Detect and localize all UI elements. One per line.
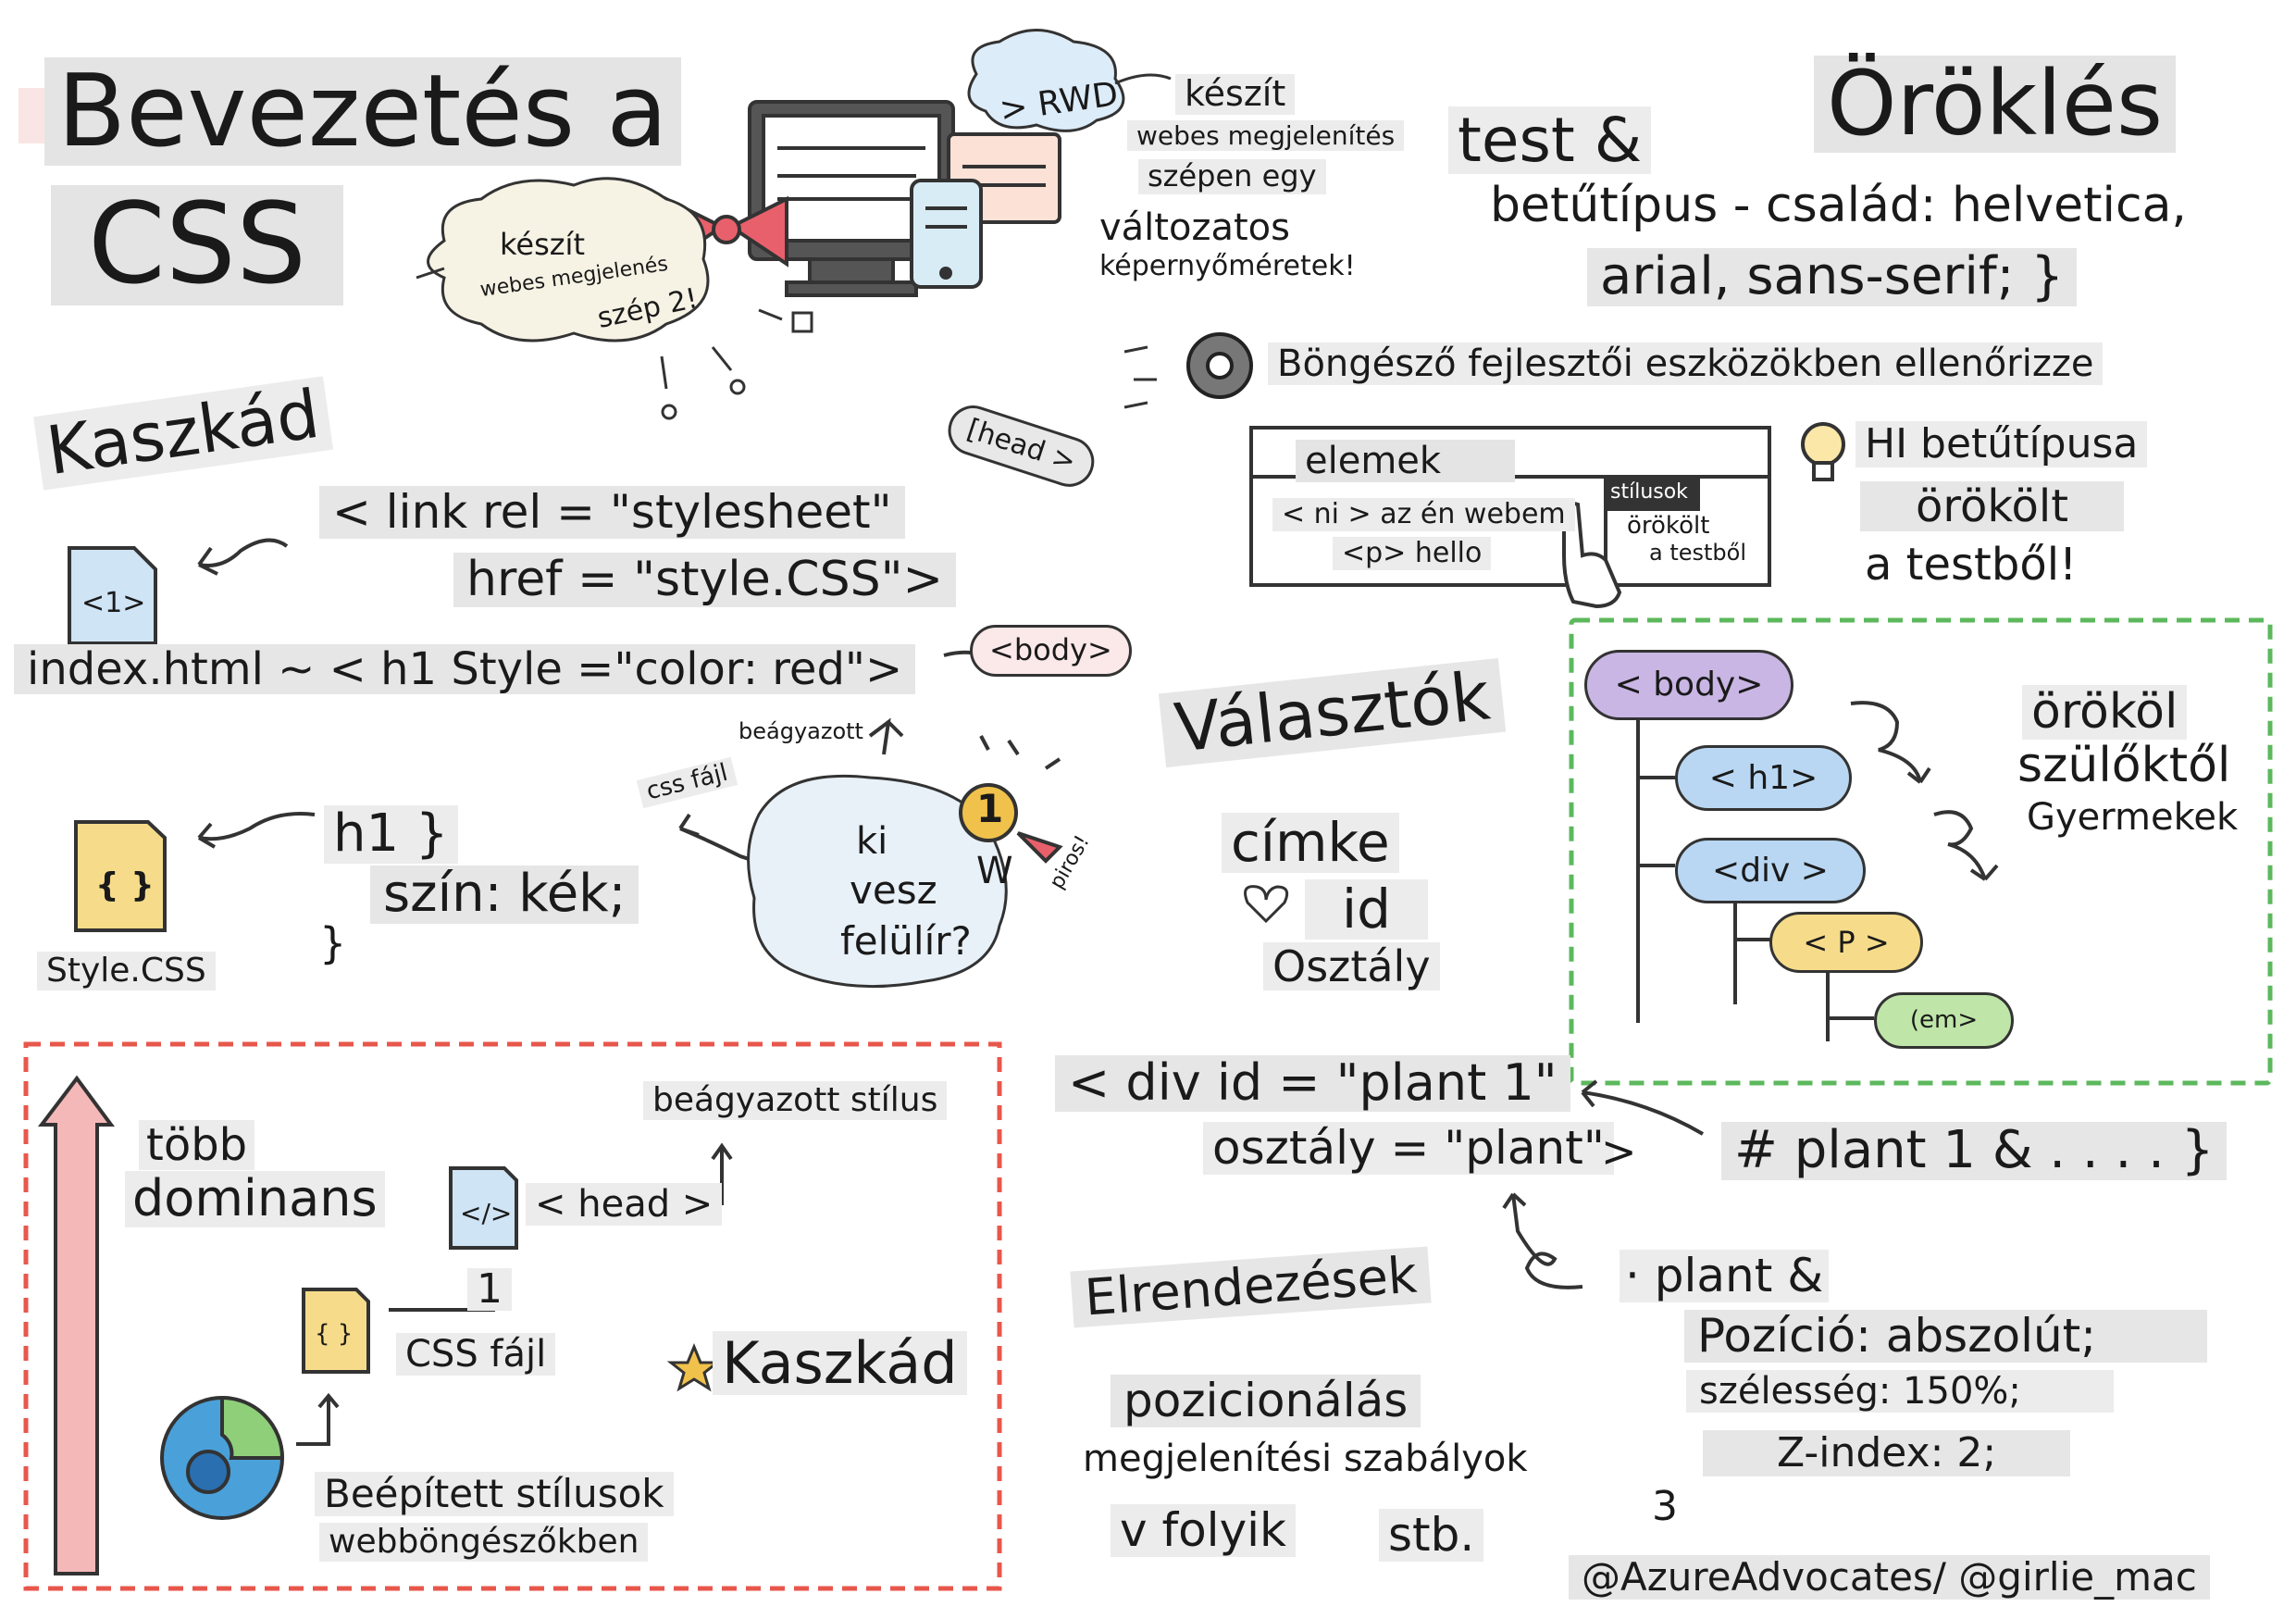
panel-row-2: <p> hello	[1333, 537, 1492, 570]
title-line-2: CSS	[51, 185, 344, 305]
div-line-1: < div id = "plant 1"	[1055, 1055, 1570, 1112]
winner-q3: felülír?	[840, 918, 972, 964]
panel-row-1: < ni > az én webem	[1272, 498, 1575, 531]
code-file-icon-label: </>	[460, 1198, 513, 1228]
div-close: >	[1601, 1127, 1637, 1177]
w-label: W	[976, 850, 1013, 892]
one-label: 1	[467, 1267, 512, 1312]
tree-h1-node: < h1>	[1675, 745, 1852, 811]
test-label: test &	[1448, 106, 1652, 175]
inheritance-heading: Öröklés	[1814, 56, 2176, 153]
html-file-icon-label: <1>	[81, 587, 146, 619]
more-label: több	[139, 1120, 255, 1171]
gear-icon	[1186, 332, 1253, 399]
winner-q2: vesz	[850, 867, 937, 913]
inherits-label: örököl	[2022, 685, 2188, 740]
builtin-styles-1: Beépített stílusok	[315, 1472, 674, 1517]
body-bubble: <body>	[970, 625, 1132, 677]
head-tag-label: < head >	[526, 1183, 723, 1226]
panel-styles: stílusok	[1610, 480, 1688, 504]
panel-inherited-1: örökölt	[1627, 512, 1710, 540]
font-line-2: arial, sans-serif; }	[1587, 248, 2077, 306]
devtools-label: Böngésző fejlesztői eszközökben ellenőri…	[1268, 342, 2104, 385]
div-line-2: osztály = "plant"	[1203, 1122, 1614, 1175]
layout-flow: v folyik	[1111, 1504, 1297, 1557]
panel-elements: elemek	[1296, 440, 1516, 482]
heart-icon	[1244, 885, 1289, 924]
id-rule: # plant 1 & . . . . }	[1721, 1122, 2228, 1180]
selector-tag: címke	[1222, 813, 1399, 873]
medal-icon	[959, 783, 1063, 864]
winner-q1: ki	[856, 820, 888, 863]
embedded-label: beágyazott	[738, 718, 863, 744]
layout-etc: stb.	[1379, 1509, 1484, 1562]
zindex-rule: Z-index: 2;	[1703, 1430, 2071, 1477]
star-icon	[666, 1343, 722, 1392]
tree-body-node: < body>	[1584, 650, 1793, 720]
embedded-style-label: beágyazott stílus	[643, 1081, 948, 1120]
cascade-label-2: Kaszkád	[713, 1331, 967, 1396]
hi-font-3: a testből!	[1865, 539, 2078, 591]
rwd-nice-one: szépen egy	[1138, 159, 1326, 194]
braces-icon-label: { }	[315, 1320, 354, 1348]
rwd-make: készít	[1175, 74, 1296, 115]
tree-p-node: < P >	[1769, 912, 1923, 973]
bulb-icon	[1801, 422, 1845, 481]
rwd-varied: változatos	[1099, 206, 1290, 249]
children-label: Gyermekek	[2027, 796, 2239, 839]
tree-div-node: <div >	[1675, 838, 1866, 903]
position-rule: Pozíció: abszolút;	[1684, 1310, 2208, 1363]
css-rule-close: }	[319, 918, 347, 968]
rwd-web: webes megjelenítés	[1127, 120, 1405, 152]
browser-logo-icon	[160, 1395, 285, 1520]
cloud-make: készít	[500, 227, 585, 262]
inline-style-line: index.html ~ < h1 Style ="color: red">	[14, 644, 916, 695]
hi-font-2: örökölt	[1860, 481, 2125, 532]
plant-rule: · plant &	[1620, 1250, 1830, 1302]
link-line-1: < link rel = "stylesheet"	[319, 486, 905, 539]
title-line-1: Bevezetés a	[44, 57, 681, 167]
css-rule-prop: szín: kék;	[370, 866, 639, 924]
selector-id: id	[1305, 879, 1428, 940]
hi-font-1: HI betűtípusa	[1855, 421, 2148, 468]
rwd-screens: képernyőméretek!	[1099, 250, 1356, 282]
width-rule: szélesség: 150%;	[1686, 1370, 2114, 1413]
layout-positioning: pozicionálás	[1111, 1375, 1421, 1427]
dominant-label: dominans	[125, 1171, 385, 1227]
three-label: 3	[1652, 1483, 1678, 1530]
link-line-2: href = "style.CSS">	[453, 553, 957, 607]
font-line-1: betűtípus - család: helvetica,	[1490, 178, 2187, 233]
selector-class: Osztály	[1263, 942, 1440, 991]
builtin-styles-2: webböngészőkben	[319, 1523, 649, 1562]
css-rule-open: h1 }	[324, 805, 458, 864]
tree-em-node: (em>	[1874, 992, 2014, 1049]
css-file-label-2: CSS fájl	[396, 1333, 556, 1376]
braces-file-icon-label: { }	[95, 866, 155, 904]
layout-display-rules: megjelenítési szabályok	[1083, 1438, 1528, 1480]
panel-inherited-2: a testből	[1649, 540, 1747, 566]
from-parents-label: szülőktől	[2017, 738, 2231, 793]
monitor-icon	[748, 100, 955, 297]
credit: @AzureAdvocates/ @girlie_mac	[1569, 1555, 2210, 1600]
medal-number: 1	[976, 786, 1004, 831]
style-file-name: Style.CSS	[37, 952, 216, 990]
